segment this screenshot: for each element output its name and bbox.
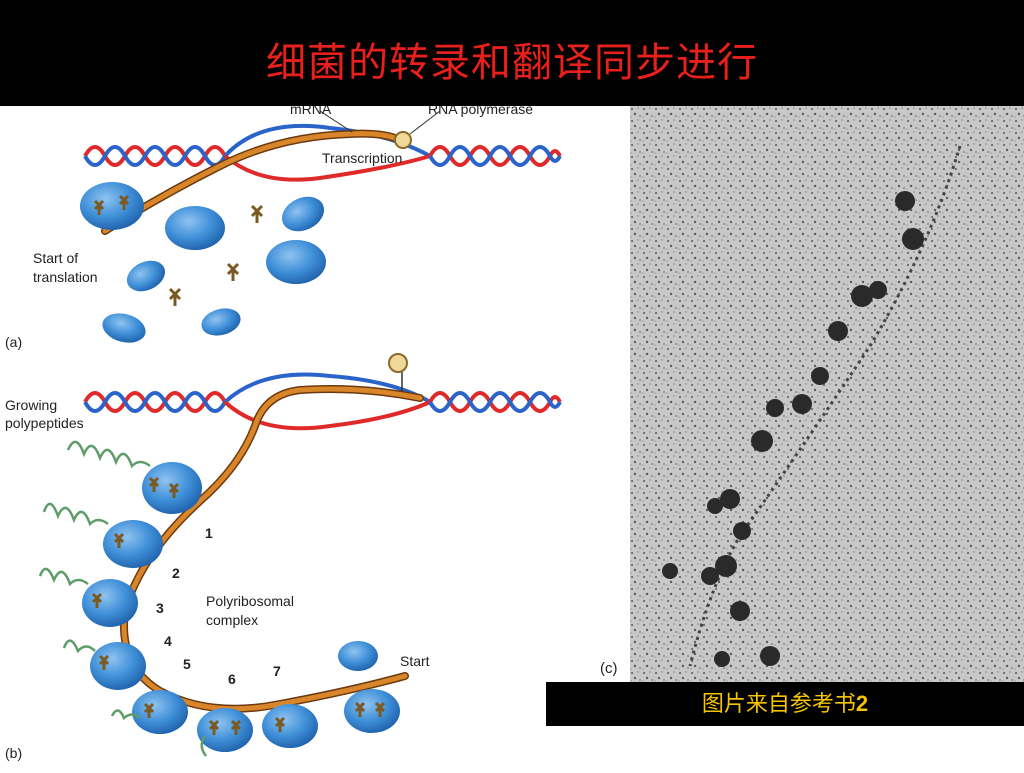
transcription-translation-diagram: mRNA RNA polymerase Transcription Start … [0, 101, 625, 768]
ribosome [197, 708, 253, 752]
ribosome [126, 260, 166, 292]
dna-bubble-bottom [223, 400, 431, 431]
polysome-cluster [662, 191, 924, 667]
dna-strand-red-left [83, 145, 227, 167]
ribosome [103, 520, 163, 568]
dna-strand-red-right [428, 145, 562, 167]
trna-icon [91, 476, 386, 735]
label-polyribosomal-2: complex [206, 612, 258, 628]
panel-b-label: (b) [5, 745, 22, 761]
label-start-of-translation-2: translation [33, 269, 98, 285]
ribosome [132, 690, 188, 734]
electron-micrograph [630, 106, 1024, 682]
polypeptide-chain [38, 440, 208, 757]
credit-number: 2 [855, 691, 869, 716]
label-growing-polypeptides-2: polypeptides [5, 415, 84, 431]
ribosome [102, 313, 146, 343]
credit-box: 图片来自参考书2 [546, 682, 1024, 726]
ribosome [165, 206, 225, 250]
mrna-strand [121, 386, 423, 712]
label-transcription: Transcription [322, 150, 402, 166]
dna-strand-red-right [428, 391, 562, 413]
panel-c-label: (c) [600, 660, 618, 677]
trna-icon [93, 194, 264, 306]
dna-fiber [688, 145, 962, 667]
panel-b: 1 2 3 4 5 6 7 Growing polypeptides Polyr… [5, 353, 562, 761]
label-polyribosomal-1: Polyribosomal [206, 593, 294, 609]
bottom-spacer [546, 726, 1024, 768]
mrna-strand [102, 131, 405, 234]
rna-polymerase-icon [394, 131, 412, 149]
micrograph-background [630, 106, 1024, 682]
ribosome-number: 4 [164, 633, 172, 649]
dna-strand-blue-left [83, 391, 227, 413]
credit-caption: 图片来自参考书2 [546, 682, 1024, 726]
dna-bubble-top [223, 372, 432, 404]
ribosome [266, 240, 326, 284]
ribosome-number: 5 [183, 656, 191, 672]
ribosome-number: 1 [205, 525, 213, 541]
panel-a: mRNA RNA polymerase Transcription Start … [5, 101, 562, 350]
dna-bubble-bottom [223, 154, 431, 182]
label-rna-polymerase: RNA polymerase [428, 106, 533, 117]
rna-polymerase-icon [388, 353, 408, 373]
dna-strand-blue-right [428, 391, 562, 413]
ribosome [82, 579, 138, 627]
slide-title: 细菌的转录和翻译同步进行 [266, 40, 758, 86]
label-mrna: mRNA [290, 106, 332, 117]
ribosome [338, 641, 378, 671]
ribosome [201, 308, 241, 336]
dna-strand-blue-left [83, 145, 227, 167]
ribosome [80, 182, 144, 230]
ribosome-number: 6 [228, 671, 236, 687]
ribosome-number: 7 [273, 663, 281, 679]
dna-strand-red-left [83, 391, 227, 413]
panel-a-label: (a) [5, 334, 22, 350]
dna-strand-blue-right [428, 145, 562, 167]
label-start-of-translation-1: Start of [33, 250, 78, 266]
title-bar: 细菌的转录和翻译同步进行 [0, 0, 1024, 106]
label-growing-polypeptides-1: Growing [5, 397, 57, 413]
ribosome [344, 689, 400, 733]
ribosome-number: 2 [172, 565, 180, 581]
ribosome [262, 704, 318, 748]
ribosome [281, 196, 325, 232]
label-start: Start [400, 653, 430, 669]
credit-text: 图片来自参考书 [701, 692, 856, 717]
ribosome-number: 3 [156, 600, 164, 616]
ribosome [90, 642, 146, 690]
